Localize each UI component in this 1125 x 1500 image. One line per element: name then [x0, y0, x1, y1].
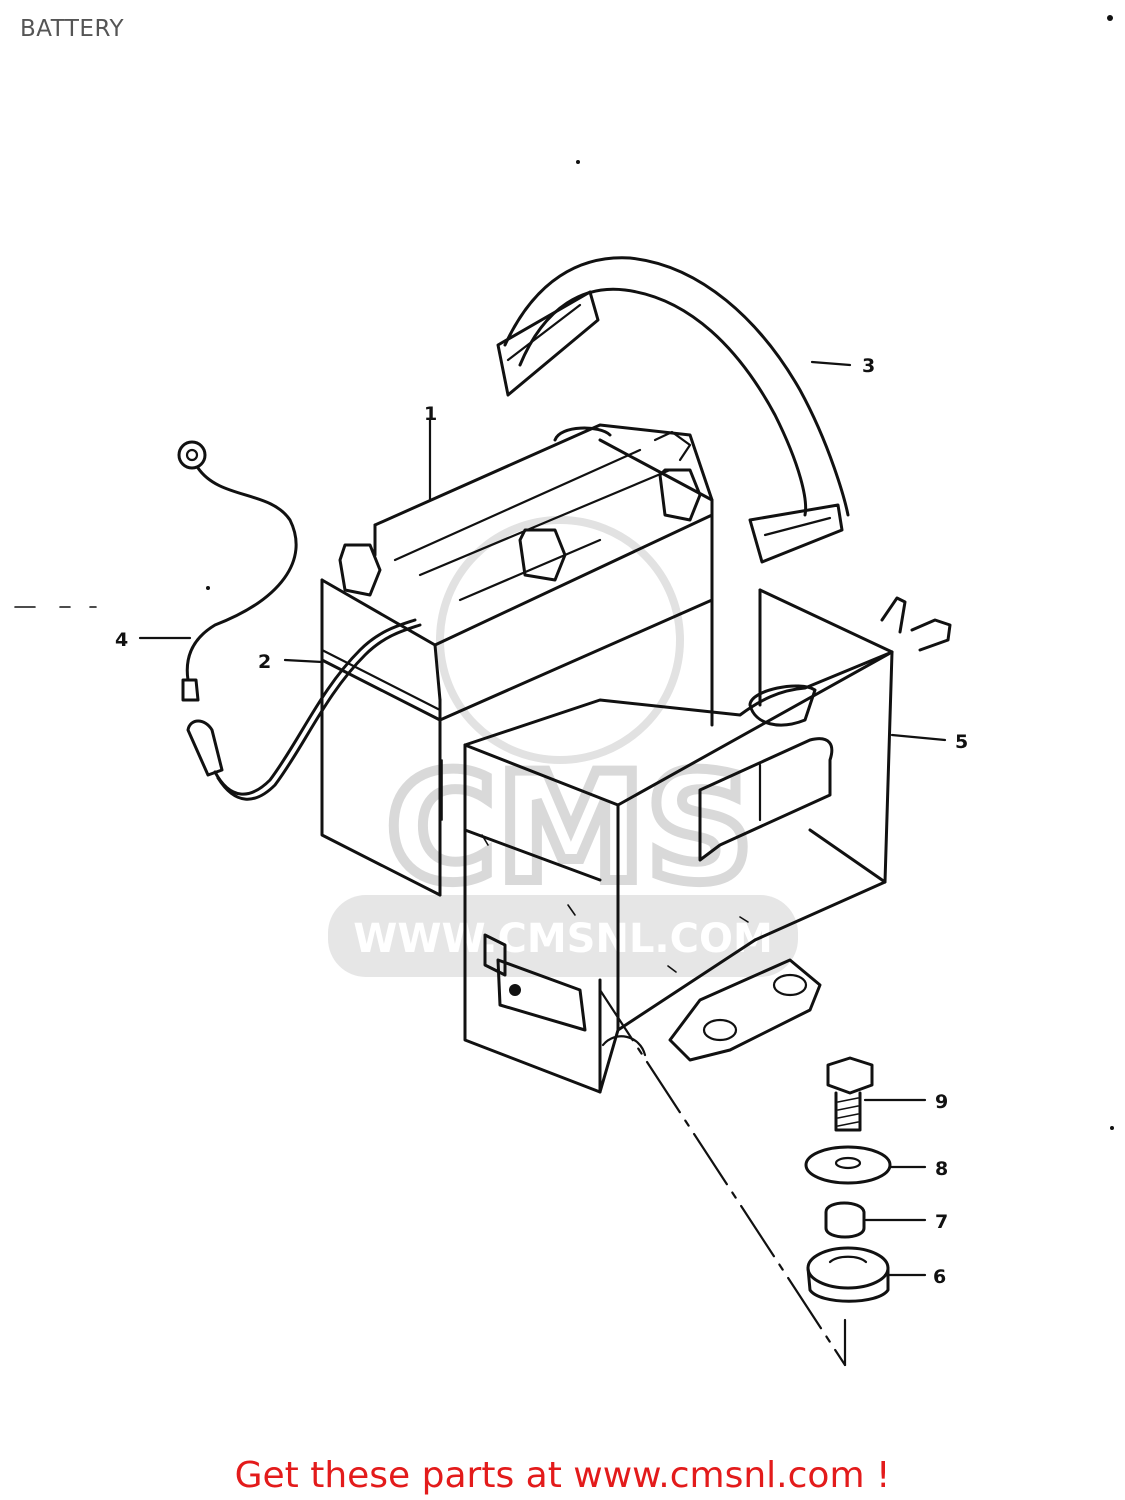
grommet: [806, 1246, 890, 1290]
callout-1: 1: [424, 403, 437, 502]
callout-9: 9: [863, 1091, 948, 1113]
battery-strap: [496, 256, 850, 564]
page-title: BATTERY: [20, 16, 125, 42]
callout-8-number: 8: [935, 1158, 948, 1180]
callout-5-number: 5: [955, 731, 968, 753]
callout-5: 5: [890, 731, 968, 753]
callout-7-number: 7: [935, 1211, 948, 1233]
callout-6: 6: [883, 1266, 946, 1288]
callout-7: 7: [864, 1211, 948, 1233]
watermark-logo: CMS: [386, 742, 753, 916]
callout-2: 2: [258, 651, 324, 673]
callout-6-number: 6: [933, 1266, 946, 1288]
callout-1-number: 1: [424, 403, 437, 425]
callout-9-number: 9: [935, 1091, 948, 1113]
callout-8: 8: [888, 1158, 948, 1180]
footer-parts-link[interactable]: Get these parts at www.cmsnl.com !: [234, 1455, 891, 1496]
battery-cable: [177, 440, 422, 801]
bolt-head: [826, 1056, 874, 1095]
callout-4: 4: [115, 629, 192, 651]
callout-2-number: 2: [258, 651, 271, 673]
washer: [804, 1145, 892, 1185]
mounting-hardware: [804, 1056, 892, 1303]
collar: [824, 1201, 866, 1239]
watermark: WWW.CMSNL.COM CMS: [328, 516, 798, 977]
assembly-guides: [14, 15, 1114, 1367]
callout-3: 3: [810, 355, 875, 377]
battery-tray: [463, 588, 952, 1094]
battery: [320, 423, 714, 897]
callout-4-number: 4: [115, 629, 128, 651]
callout-3-number: 3: [862, 355, 875, 377]
watermark-url: WWW.CMSNL.COM: [353, 916, 773, 962]
watermark-emblem: [436, 516, 684, 764]
watermark-banner: [328, 895, 798, 977]
